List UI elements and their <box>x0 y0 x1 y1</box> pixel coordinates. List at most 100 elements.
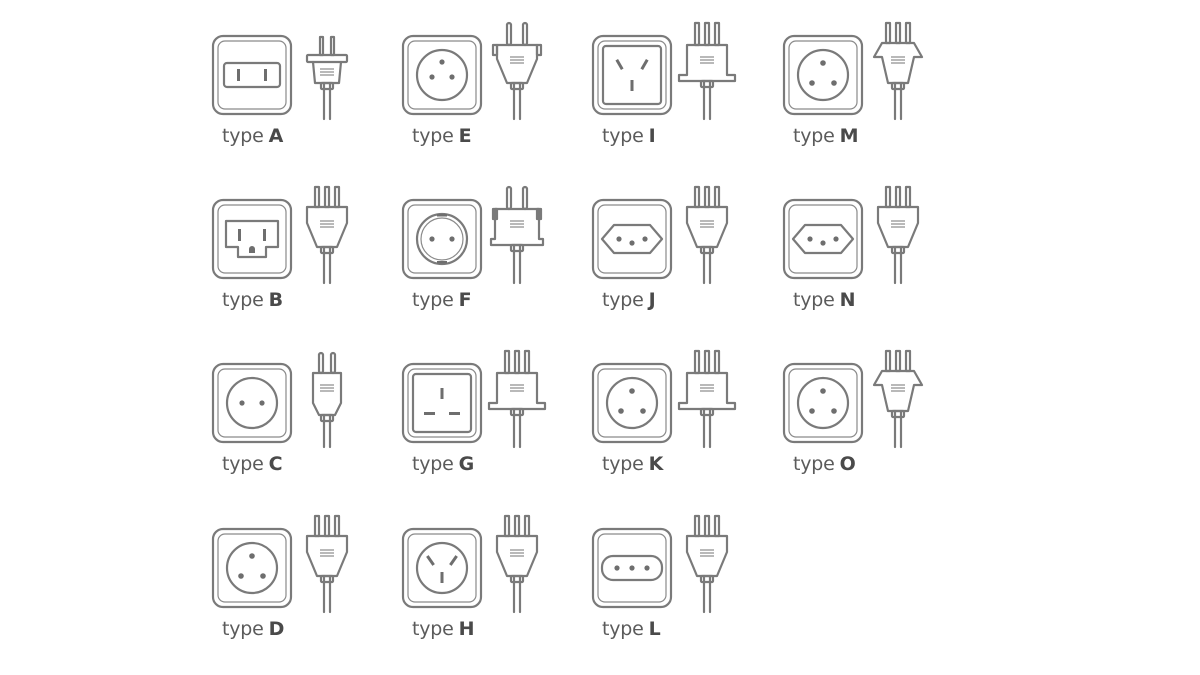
type-code: B <box>268 289 284 311</box>
socket-icon <box>591 34 673 116</box>
type-prefix: type <box>412 125 454 147</box>
plug-icon <box>685 185 729 285</box>
type-prefix: type <box>602 618 644 640</box>
plug-icon <box>305 514 349 614</box>
type-code: O <box>839 453 856 475</box>
plug-icon <box>305 35 349 121</box>
socket-icon <box>782 34 864 116</box>
plug-icon <box>872 349 924 449</box>
socket-and-plug-illustration <box>211 514 349 614</box>
type-code: I <box>648 125 656 147</box>
socket-and-plug-illustration <box>401 349 547 449</box>
socket-icon <box>211 527 293 609</box>
type-prefix: type <box>602 289 644 311</box>
type-prefix: type <box>793 125 835 147</box>
socket-icon <box>782 362 864 444</box>
type-code: A <box>268 125 284 147</box>
socket-icon <box>211 34 293 116</box>
socket-icon <box>591 527 673 609</box>
socket-and-plug-illustration <box>782 185 920 285</box>
socket-icon <box>591 362 673 444</box>
socket-icon <box>401 198 483 280</box>
type-code: N <box>839 289 856 311</box>
plug-icon <box>491 21 543 121</box>
type-prefix: type <box>412 618 454 640</box>
type-code: L <box>648 618 661 640</box>
plug-icon <box>876 185 920 285</box>
socket-and-plug-illustration <box>211 351 343 449</box>
type-prefix: type <box>793 289 835 311</box>
socket-and-plug-illustration <box>782 21 924 121</box>
type-prefix: type <box>222 453 264 475</box>
type-code: M <box>839 125 859 147</box>
socket-icon <box>591 198 673 280</box>
socket-and-plug-illustration <box>591 185 729 285</box>
type-prefix: type <box>222 618 264 640</box>
socket-and-plug-illustration <box>782 349 924 449</box>
type-prefix: type <box>602 453 644 475</box>
socket-and-plug-illustration <box>211 34 349 121</box>
type-prefix: type <box>222 289 264 311</box>
socket-icon <box>211 362 293 444</box>
type-code: E <box>458 125 472 147</box>
socket-and-plug-illustration <box>401 21 543 121</box>
socket-icon <box>401 34 483 116</box>
type-code: D <box>268 618 285 640</box>
type-code: C <box>268 453 283 475</box>
socket-and-plug-illustration <box>591 21 737 121</box>
type-code: K <box>648 453 664 475</box>
plug-icon <box>311 351 343 449</box>
type-prefix: type <box>602 125 644 147</box>
socket-icon <box>211 198 293 280</box>
socket-icon <box>401 362 483 444</box>
plug-icon <box>677 21 737 121</box>
type-prefix: type <box>793 453 835 475</box>
socket-icon <box>782 198 864 280</box>
plug-icon <box>489 185 545 285</box>
plug-icon <box>495 514 539 614</box>
type-code: F <box>458 289 472 311</box>
socket-and-plug-illustration <box>591 514 729 614</box>
type-prefix: type <box>222 125 264 147</box>
plug-icon <box>305 185 349 285</box>
socket-and-plug-illustration <box>211 185 349 285</box>
type-code: H <box>458 618 475 640</box>
type-prefix: type <box>412 453 454 475</box>
socket-and-plug-illustration <box>591 349 737 449</box>
type-code: J <box>648 289 656 311</box>
plug-icon <box>677 349 737 449</box>
plug-icon <box>685 514 729 614</box>
plug-icon <box>487 349 547 449</box>
socket-and-plug-illustration <box>401 185 545 285</box>
